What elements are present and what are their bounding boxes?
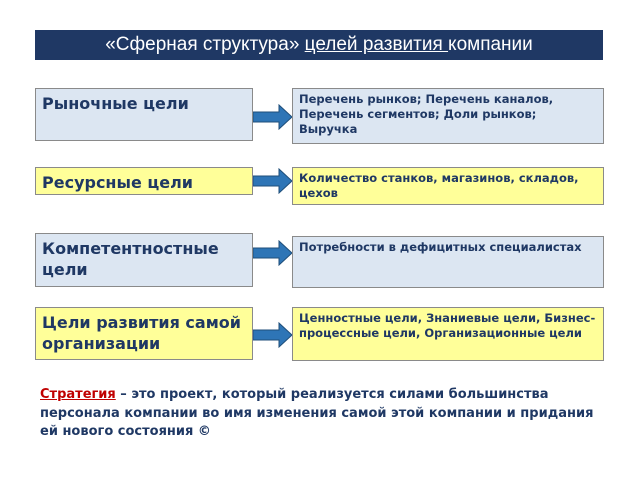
detail-box-competence: Потребности в дефицитных специалистах [292, 236, 604, 288]
detail-text: Количество станков, магазинов, складов, … [299, 171, 579, 200]
goal-box-resource: Ресурсные цели [35, 167, 253, 195]
arrow-right-icon [253, 168, 293, 194]
strategy-definition: Стратегия – это проект, который реализуе… [40, 386, 610, 442]
page-title: «Сферная структура» целей развития компа… [35, 30, 603, 60]
strategy-text: – это проект, который реализуется силами… [40, 387, 594, 439]
goal-box-market: Рыночные цели [35, 88, 253, 141]
title-part-2: целей развития [304, 34, 449, 55]
title-part-1: «Сферная структура» [105, 34, 305, 55]
strategy-term: Стратегия [40, 387, 116, 402]
arrow-right-icon [253, 240, 293, 266]
goal-box-competence: Компетентностные цели [35, 233, 253, 287]
arrow-right-icon [253, 104, 293, 130]
detail-box-resource: Количество станков, магазинов, складов, … [292, 167, 604, 205]
goal-label: Компетентностные цели [42, 239, 219, 279]
detail-text: Перечень рынков; Перечень каналов, Переч… [299, 92, 554, 136]
goal-box-organization: Цели развития самой организации [35, 307, 253, 360]
detail-box-organization: Ценностные цели, Знаниевые цели, Бизнес-… [292, 307, 604, 361]
detail-box-market: Перечень рынков; Перечень каналов, Переч… [292, 88, 604, 144]
goal-label: Цели развития самой организации [42, 313, 241, 353]
goal-label: Рыночные цели [42, 94, 189, 113]
detail-text: Ценностные цели, Знаниевые цели, Бизнес-… [299, 311, 596, 340]
goal-label: Ресурсные цели [42, 173, 194, 192]
detail-text: Потребности в дефицитных специалистах [299, 240, 582, 254]
arrow-right-icon [253, 322, 293, 348]
title-part-3: компании [448, 34, 533, 55]
